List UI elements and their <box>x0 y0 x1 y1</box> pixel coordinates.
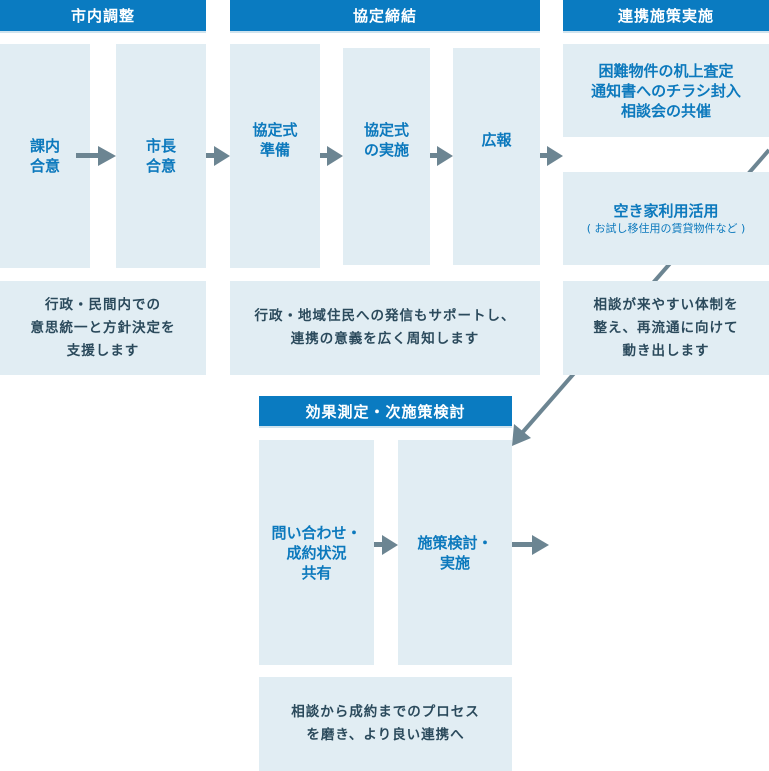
desc-agreement: 行政・地域住民への発信もサポートし、連携の意義を広く周知します <box>230 281 540 375</box>
arrow-right-icon <box>430 146 453 166</box>
step-joint-measures: 困難物件の机上査定通知書へのチラシ封入相談会の共催 <box>563 44 769 137</box>
desc-line: 行政・民間内での <box>45 296 161 313</box>
step-section-agreement: 課内合意 <box>0 44 90 268</box>
desc-line: 連携の意義を広く周知します <box>290 331 480 347</box>
arrow-right-icon <box>320 146 343 166</box>
desc-line: 意思統一と方針決定を <box>30 319 176 336</box>
desc-line: 相談から成約までのプロセス <box>291 704 480 720</box>
diagonal-arrow-head-icon <box>512 424 531 446</box>
step-policy-review: 施策検討・実施 <box>398 440 512 665</box>
step-text: 共有 <box>301 563 332 582</box>
desc-implementation: 相談が来やすい体制を整え、再流通に向けて動き出します <box>563 281 769 375</box>
step-vacant-house: 空き家利用活用( お試し移住用の賃貸物件など ) <box>563 172 769 265</box>
step-ceremony: 協定式の実施 <box>343 48 430 265</box>
step-pr: 広報 <box>453 48 540 265</box>
step-text: 実施 <box>439 553 470 572</box>
desc-city: 行政・民間内での意思統一と方針決定を支援します <box>0 281 206 375</box>
arrow-right-icon <box>76 146 116 166</box>
desc-line: を磨き、より良い連携へ <box>306 727 465 743</box>
step-text: 合意 <box>29 157 60 175</box>
step-text: 広報 <box>481 131 512 149</box>
header-city-coordination: 市内調整 <box>0 0 206 33</box>
header-implementation: 連携施策実施 <box>563 0 769 33</box>
step-text: 課内 <box>29 137 60 155</box>
step-text: 問い合わせ・ <box>271 523 362 542</box>
step-text: 成約状況 <box>286 543 347 562</box>
step-text: 協定式 <box>363 121 409 139</box>
step-note: ( お試し移住用の賃貸物件など ) <box>586 221 746 235</box>
step-text: 施策検討・ <box>417 533 493 552</box>
step-text: 協定式 <box>252 121 298 139</box>
step-text: 困難物件の机上査定 <box>598 61 734 80</box>
step-text: 準備 <box>259 141 290 159</box>
arrow-right-icon <box>512 535 549 555</box>
desc-line: 行政・地域住民への発信もサポートし、 <box>254 308 516 324</box>
arrow-right-icon <box>374 535 398 555</box>
desc-line: 整え、再流通に向けて <box>593 319 739 336</box>
step-text: 合意 <box>145 157 176 175</box>
header-evaluation: 効果測定・次施策検討 <box>259 396 512 428</box>
step-ceremony-prep: 協定式準備 <box>230 44 320 268</box>
desc-line: 相談が来やすい体制を <box>593 296 739 313</box>
step-text: 通知書へのチラシ封入 <box>591 81 741 100</box>
step-text: 空き家利用活用 <box>613 201 719 220</box>
arrow-right-icon <box>540 146 563 166</box>
arrow-right-icon <box>206 146 230 166</box>
desc-line: 支援します <box>66 342 140 359</box>
step-text: 相談会の共催 <box>620 101 711 120</box>
step-text: 市長 <box>145 137 176 155</box>
header-agreement: 協定締結 <box>230 0 540 33</box>
step-inquiry-sharing: 問い合わせ・成約状況共有 <box>259 440 374 665</box>
desc-evaluation: 相談から成約までのプロセスを磨き、より良い連携へ <box>259 677 512 771</box>
desc-line: 動き出します <box>622 342 710 359</box>
step-mayor-agreement: 市長合意 <box>116 44 206 268</box>
step-text: の実施 <box>363 141 409 159</box>
